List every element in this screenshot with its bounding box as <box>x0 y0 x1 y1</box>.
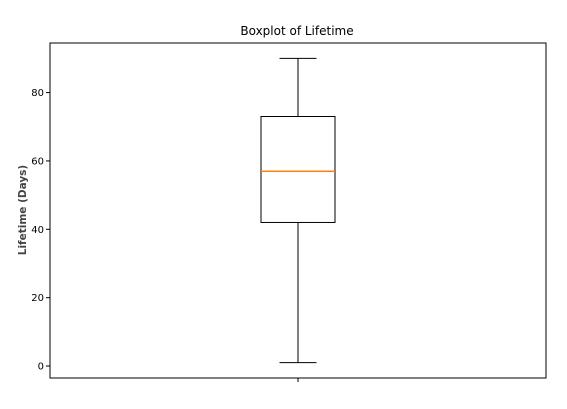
chart-title: Boxplot of Lifetime <box>240 24 353 38</box>
y-tick-label: 60 <box>31 156 44 167</box>
y-tick-label: 20 <box>31 293 44 304</box>
y-tick-label: 80 <box>31 88 44 99</box>
y-axis-label: Lifetime (Days) <box>17 165 29 256</box>
y-axis-ticks: 0 20 40 60 80 <box>31 88 50 373</box>
y-tick-label: 40 <box>31 225 44 236</box>
interquartile-box <box>260 115 336 223</box>
y-tick-label: 0 <box>38 362 44 373</box>
box-series <box>260 57 336 364</box>
